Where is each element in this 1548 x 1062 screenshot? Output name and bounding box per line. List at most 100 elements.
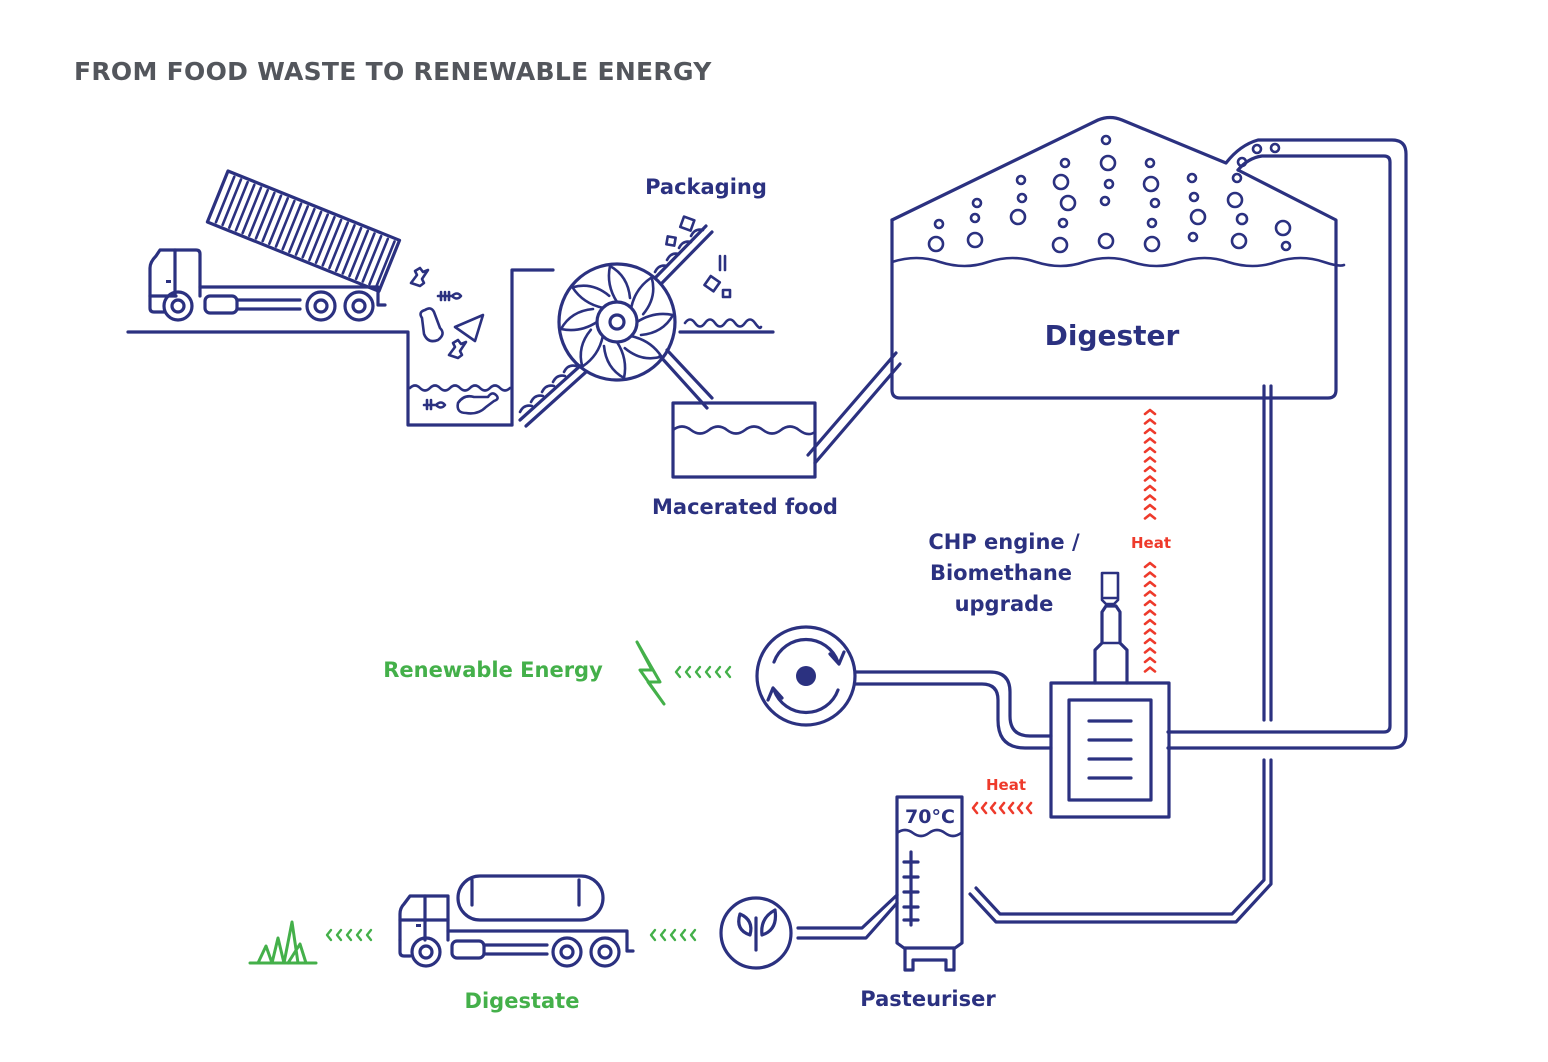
heat-chevron (1143, 590, 1157, 597)
bubble (1142, 175, 1160, 193)
container-rib (261, 194, 283, 243)
label-packaging: Packaging (645, 175, 767, 199)
bubble (933, 218, 945, 230)
container-rib (268, 197, 289, 246)
bubble (1143, 235, 1161, 253)
macerator-blade (602, 340, 627, 380)
macerator-blade (607, 264, 632, 304)
label-temperature: 70°C (905, 806, 955, 828)
macerator-blade (635, 312, 675, 337)
conveyor-flight (518, 404, 534, 414)
heat-chevron (989, 801, 997, 815)
bubble (1251, 143, 1263, 155)
heat-chevron (1143, 475, 1157, 482)
bubble (966, 231, 984, 249)
container-rib (248, 188, 269, 237)
bubble (1052, 173, 1070, 191)
bubble (1231, 172, 1243, 184)
spread-chevron (355, 928, 363, 942)
label-digestate: Digestate (465, 989, 580, 1013)
bubble (1144, 157, 1156, 169)
container-rib (348, 229, 370, 278)
label-digester: Digester (1045, 319, 1180, 352)
container-rib (254, 191, 276, 240)
bubble (1015, 174, 1027, 186)
label-chp-line3: upgrade (955, 592, 1054, 616)
digestate-chevron (689, 928, 697, 942)
heat-chevron (1007, 801, 1015, 815)
bubble (1059, 157, 1071, 169)
heat-chevron (1025, 801, 1033, 815)
bubble (1103, 178, 1115, 190)
digestate-chevron (679, 928, 687, 942)
energy-chevron (704, 665, 712, 679)
container-rib (234, 183, 256, 232)
exhaust-stack-icon (1093, 571, 1129, 685)
bubble (1009, 208, 1027, 226)
bubble (1099, 154, 1117, 172)
macerator-blade (571, 284, 611, 310)
lightning-bolt-icon (635, 640, 666, 706)
macerator-blade (579, 328, 605, 368)
container-rib (221, 178, 243, 227)
container-rib (301, 210, 323, 259)
energy-chevron (694, 665, 702, 679)
container-rib (288, 205, 310, 254)
heat-chevron (1143, 580, 1157, 588)
digestate-out-pipe (796, 893, 899, 940)
diagram-title: FROM FOOD WASTE TO RENEWABLE ENERGY (74, 57, 712, 86)
generator-icon (755, 625, 857, 727)
label-chp-line2: Biomethane (930, 561, 1072, 585)
label-heat-digester: Heat (1131, 534, 1171, 552)
heat-chevron (1143, 427, 1157, 435)
container-rib (361, 234, 383, 283)
heat-chevron (980, 801, 988, 815)
tanker-truck-icon (398, 874, 635, 968)
heat-chevron (1016, 801, 1024, 815)
container-rib (314, 215, 336, 264)
biogas-bubbles-icon (927, 134, 1292, 254)
conveyor-flight (529, 394, 545, 404)
label-renewable-energy: Renewable Energy (383, 658, 603, 682)
energy-chevron (724, 665, 732, 679)
container-rib (341, 226, 363, 275)
conveyor-icon (518, 224, 714, 428)
conveyor-flight (540, 384, 556, 394)
heat-chevron (1143, 561, 1157, 569)
heat-chevron (1143, 418, 1157, 425)
digestate-pipe-lower (968, 758, 1273, 924)
heat-chevron (1143, 465, 1157, 473)
bubble (1016, 192, 1028, 204)
heat-flow-to-digester-lower (1143, 561, 1157, 673)
bubble (1097, 232, 1115, 250)
container-rib (294, 207, 316, 256)
bubble (1280, 240, 1292, 252)
bubble (1059, 194, 1077, 212)
digestate-flow (649, 928, 697, 942)
heat-chevron (971, 801, 979, 815)
bubble (1149, 197, 1161, 209)
bubble (1189, 208, 1207, 226)
container-rib (321, 218, 343, 267)
bubble (1051, 236, 1069, 254)
container-rib (227, 180, 249, 229)
heat-chevron (1143, 637, 1157, 645)
grass-icon (248, 920, 318, 965)
bubble (1187, 231, 1199, 243)
energy-chevron (714, 665, 722, 679)
label-pasteuriser: Pasteuriser (860, 987, 996, 1011)
bubble (1100, 134, 1112, 146)
container-rib (374, 240, 396, 289)
energy-chevron (684, 665, 692, 679)
spread-chevron (335, 928, 343, 942)
heat-chevron (1143, 484, 1157, 492)
bubble (969, 212, 981, 224)
heat-chevron (1143, 408, 1157, 416)
label-chp-line1: CHP engine / (928, 530, 1080, 554)
label-heat-pasteuriser: Heat (986, 776, 1026, 794)
bubble (1146, 217, 1158, 229)
digestate-chevron (649, 928, 657, 942)
macerator-blade (559, 307, 599, 332)
heat-chevron (1143, 666, 1157, 673)
macerator-icon (557, 262, 677, 382)
